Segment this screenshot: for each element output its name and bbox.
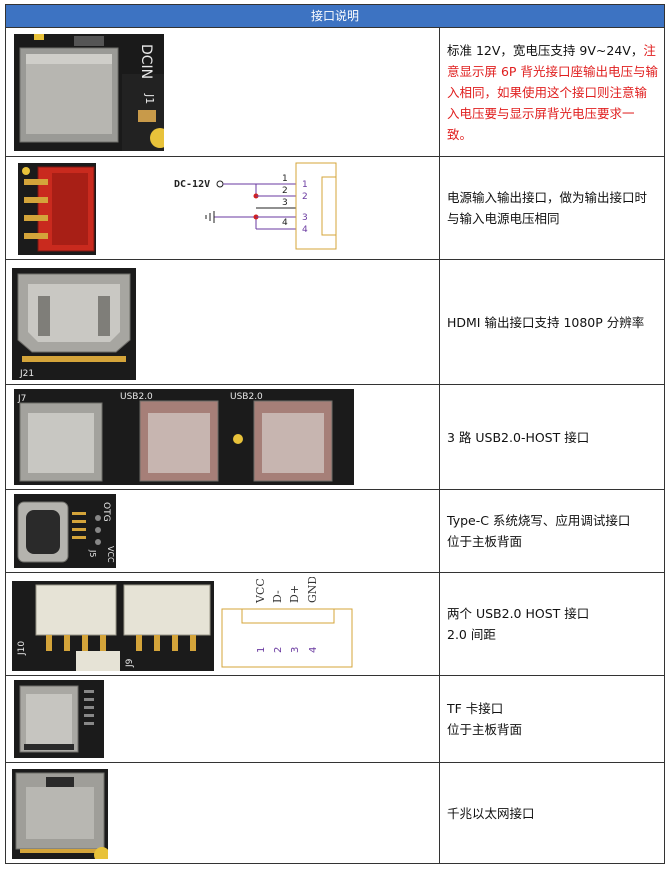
description-cell: 两个 USB2.0 HOST 接口 2.0 间距 <box>440 573 664 675</box>
pin-name: D+ <box>288 585 301 603</box>
table-row: J10 J9 VCC D- D+ GND 1 2 3 4 <box>6 573 664 676</box>
description-cell: TF 卡接口 位于主板背面 <box>440 676 664 762</box>
pin-number: 4 <box>302 225 308 235</box>
image-cell: J7 USB2.0 USB2.0 <box>6 385 440 489</box>
usb-silkscreen: USB2.0 <box>230 392 263 402</box>
hdmi-description: HDMI 输出接口支持 1080P 分辨率 <box>447 314 645 330</box>
tf-card-line: TF 卡接口 <box>447 701 504 716</box>
j5-silkscreen: J5 <box>88 549 97 557</box>
j7-silkscreen: J7 <box>17 394 26 404</box>
wire-number: 2 <box>282 186 288 196</box>
pin-number: 3 <box>290 647 301 653</box>
hdmi-port-photo: J21 <box>12 268 136 380</box>
dc-in-warning: 注意显示屏 6P 背光接口座输出电压与输入相同，如果使用这个接口则注意输入电压要… <box>447 42 658 142</box>
description-cell: 千兆以太网接口 <box>440 763 664 863</box>
table-row: 千兆以太网接口 <box>6 763 664 863</box>
wire-number: 3 <box>282 198 288 208</box>
image-cell: DCIN J1 <box>6 28 440 156</box>
j10-silkscreen: J10 <box>17 641 27 656</box>
pin-number: 1 <box>302 180 308 190</box>
usb-host-description: 3 路 USB2.0-HOST 接口 <box>447 429 590 445</box>
j21-silkscreen: J21 <box>19 369 34 379</box>
power-schematic: DC-12V 1 2 <box>166 157 356 259</box>
net-label-dc12v: DC-12V <box>174 179 210 190</box>
usb-silkscreen: USB2.0 <box>120 392 153 402</box>
j9-silkscreen: J9 <box>125 658 135 668</box>
ethernet-port-photo <box>12 769 108 859</box>
table-row: DCIN J1 标准 12V，宽电压支持 9V~24V，注意显示屏 6P 背光接… <box>6 28 664 157</box>
usb-header-line: 两个 USB2.0 HOST 接口 <box>447 606 590 621</box>
wire-number: 1 <box>282 174 288 184</box>
pin-number: 2 <box>302 192 308 202</box>
description-cell: Type-C 系统烧写、应用调试接口 位于主板背面 <box>440 490 664 572</box>
dc-jack-photo: DCIN J1 <box>14 34 164 151</box>
description-cell: 3 路 USB2.0-HOST 接口 <box>440 385 664 489</box>
pin-name: GND <box>306 577 319 603</box>
image-cell: OTG J5 VCC <box>6 490 440 572</box>
pin-number: 3 <box>302 213 308 223</box>
power-io-description: 电源输入输出接口，做为输出接口时与输入电源电压相同 <box>447 190 648 226</box>
j1-silkscreen: J1 <box>143 93 156 104</box>
pin-number: 4 <box>308 647 319 653</box>
table-row: DC-12V 1 2 <box>6 157 664 260</box>
ethernet-description: 千兆以太网接口 <box>447 805 535 821</box>
usb-ports-photo: J7 USB2.0 USB2.0 <box>14 389 354 485</box>
usb-header-photo: J10 J9 <box>12 581 214 671</box>
dc-in-description: 标准 12V，宽电压支持 9V~24V，注意显示屏 6P 背光接口座输出电压与输… <box>447 42 658 142</box>
pin-name: D- <box>271 590 284 603</box>
type-c-port-photo: OTG J5 VCC <box>14 494 116 568</box>
description-cell: 电源输入输出接口，做为输出接口时与输入电源电压相同 <box>440 157 664 259</box>
image-cell: DC-12V 1 2 <box>6 157 440 259</box>
image-cell <box>6 676 440 762</box>
interface-table: 接口说明 DCIN J1 标准 12V，宽 <box>5 4 665 864</box>
pin-number: 2 <box>273 647 284 653</box>
power-connector-photo <box>18 163 96 255</box>
vcc-silkscreen: VCC <box>106 546 115 563</box>
type-c-line: 位于主板背面 <box>447 534 523 549</box>
tf-card-line: 位于主板背面 <box>447 722 523 737</box>
usb-header-line: 2.0 间距 <box>447 627 496 642</box>
description-cell: HDMI 输出接口支持 1080P 分辨率 <box>440 260 664 384</box>
type-c-line: Type-C 系统烧写、应用调试接口 <box>447 513 631 528</box>
usb-header-pinout: VCC D- D+ GND 1 2 3 4 <box>218 577 358 673</box>
table-header: 接口说明 <box>6 5 664 28</box>
table-row: J7 USB2.0 USB2.0 3 路 USB2.0-HOST 接口 <box>6 385 664 490</box>
image-cell: J10 J9 VCC D- D+ GND 1 2 3 4 <box>6 573 440 675</box>
description-cell: 标准 12V，宽电压支持 9V~24V，注意显示屏 6P 背光接口座输出电压与输… <box>440 28 664 156</box>
table-row: TF 卡接口 位于主板背面 <box>6 676 664 763</box>
table-row: J21 HDMI 输出接口支持 1080P 分辨率 <box>6 260 664 385</box>
table-row: OTG J5 VCC Type-C 系统烧写、应用调试接口 位于主板背面 <box>6 490 664 573</box>
pin-name: VCC <box>254 578 267 604</box>
pin-number: 1 <box>256 647 267 653</box>
wire-number: 4 <box>282 218 288 228</box>
tf-card-slot-photo <box>14 680 104 758</box>
image-cell <box>6 763 440 863</box>
dc-in-silkscreen: DCIN <box>138 44 154 79</box>
image-cell: J21 <box>6 260 440 384</box>
otg-silkscreen: OTG <box>101 502 111 522</box>
